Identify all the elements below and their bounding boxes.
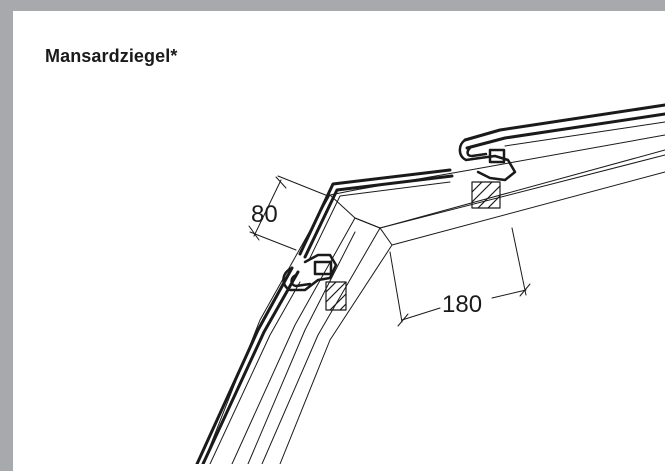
page-title: Mansardziegel* (45, 46, 178, 66)
dimension-80-lines (248, 175, 329, 251)
rafter-outline (202, 134, 665, 464)
upper-tile-hook (458, 138, 517, 182)
dimension-80-label: 80 (251, 201, 278, 228)
dimension-180-label: 180 (442, 291, 482, 318)
dimension-180-lines (389, 227, 531, 327)
drawing-sheet: Mansardziegel* (13, 11, 665, 471)
tile-layer-lower (195, 266, 300, 464)
underlay-lines (209, 121, 665, 464)
tile-layer-upper (298, 103, 665, 259)
upper-batten (471, 181, 501, 209)
lower-batten (325, 281, 347, 311)
lower-tile-hook (282, 253, 338, 292)
